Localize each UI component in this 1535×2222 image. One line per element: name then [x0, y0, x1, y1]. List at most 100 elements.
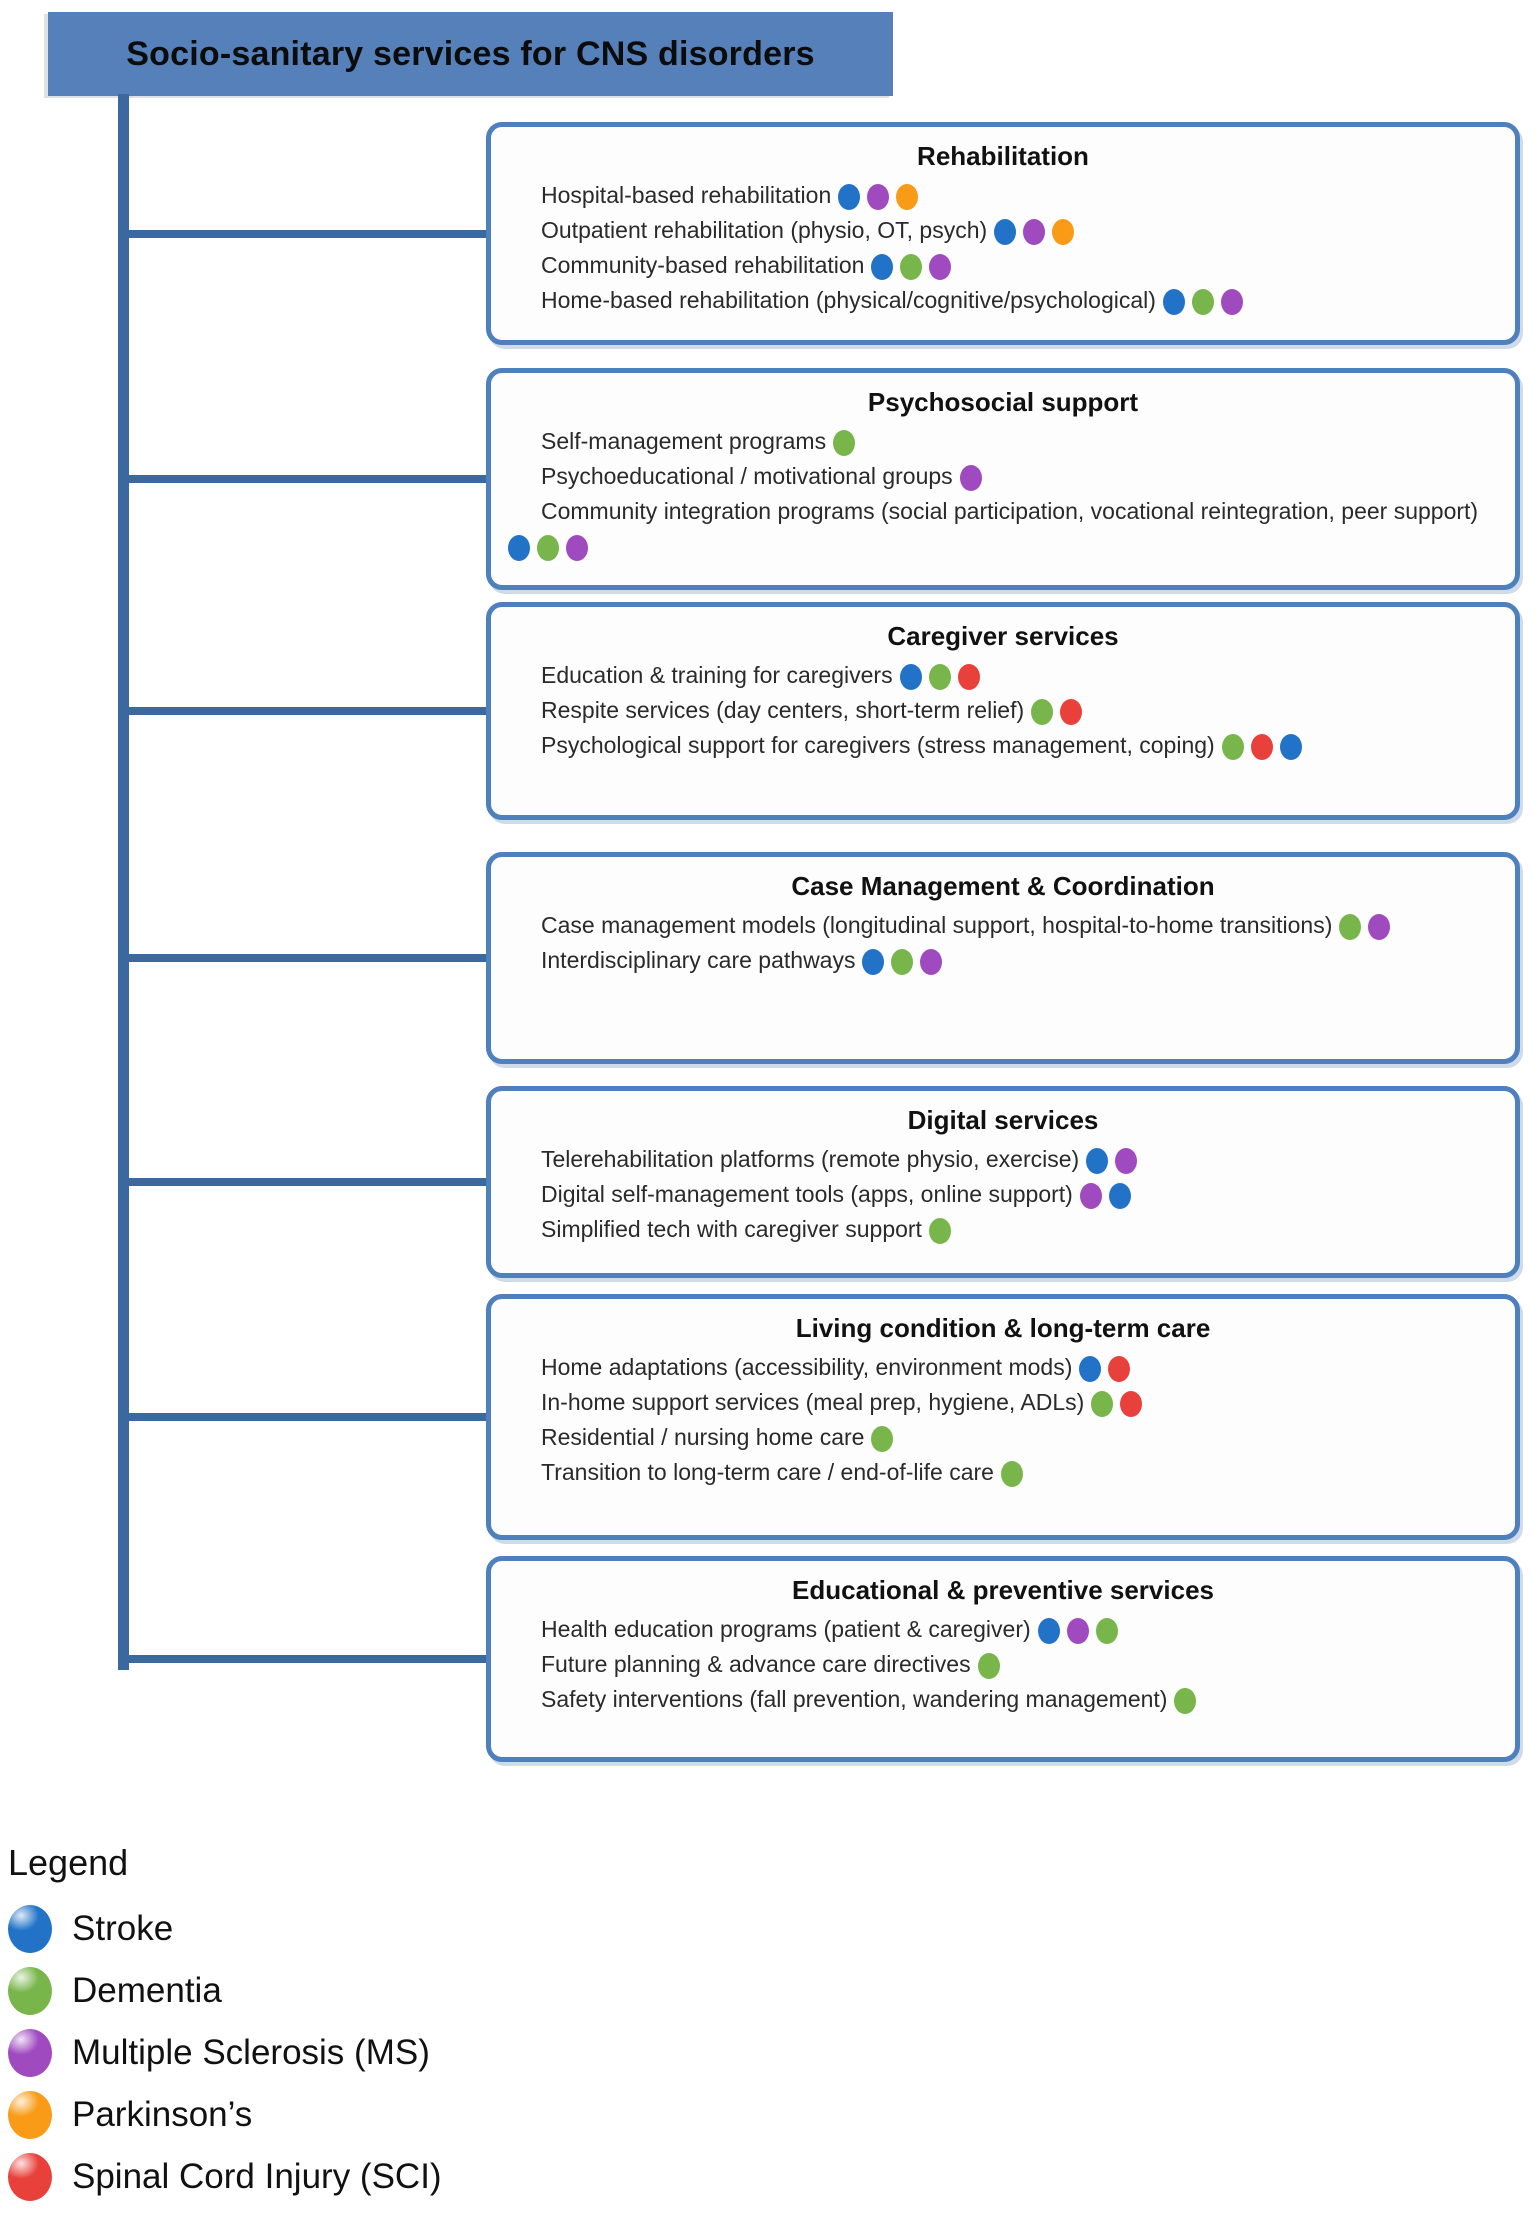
connector-branch-line [118, 1178, 490, 1186]
section-title: Caregiver services [887, 621, 1119, 651]
condition-dot-stroke-icon [508, 534, 530, 561]
service-item: Respite services (day centers, short-ter… [501, 693, 1501, 728]
legend: Legend Stroke Dementia Multiple Sclerosi… [8, 1842, 442, 2208]
section-box: Living condition & long-term care Home a… [486, 1294, 1520, 1540]
connector-branch-line [118, 1413, 490, 1421]
condition-dot-ms-icon [1023, 218, 1046, 245]
legend-items: Stroke Dementia Multiple Sclerosis (MS) … [8, 1898, 442, 2208]
connector-branch-line [118, 229, 490, 238]
service-item: Community-based rehabilitation [501, 248, 1501, 283]
service-item: Home adaptations (accessibility, environ… [501, 1350, 1501, 1385]
condition-dot-stroke-icon [899, 663, 922, 690]
legend-title: Legend [8, 1842, 129, 1883]
service-item-label: Interdisciplinary care pathways [541, 947, 856, 973]
condition-dot-dementia-icon [1031, 698, 1054, 725]
condition-dot-sci-icon [957, 663, 980, 690]
service-item: Hospital-based rehabilitation [501, 178, 1501, 213]
condition-dot-stroke-icon [1108, 1182, 1131, 1209]
service-item: Telerehabilitation platforms (remote phy… [501, 1142, 1501, 1177]
service-item-label: Safety interventions (fall prevention, w… [541, 1686, 1168, 1712]
service-item: Psychological support for caregivers (st… [501, 728, 1501, 763]
legend-item-label: Parkinson’s [72, 2095, 253, 2134]
service-item: Education & training for caregivers [501, 658, 1501, 693]
service-item: Simplified tech with caregiver support [501, 1212, 1501, 1247]
section-box: Educational & preventive services Health… [486, 1556, 1520, 1762]
legend-item-label: Multiple Sclerosis (MS) [72, 2033, 430, 2072]
section-item-list: Telerehabilitation platforms (remote phy… [491, 1142, 1515, 1255]
service-item-label: Home adaptations (accessibility, environ… [541, 1354, 1073, 1380]
section-item-list: Case management models (longitudinal sup… [491, 908, 1515, 986]
service-item-label: Education & training for caregivers [541, 662, 893, 688]
service-item: Psychoeducational / motivational groups [501, 459, 1501, 494]
service-item-label: Hospital-based rehabilitation [541, 182, 832, 208]
condition-dot-dementia-icon [1339, 913, 1362, 940]
connector-branch-line [118, 954, 490, 962]
service-item-label: Self-management programs [541, 428, 827, 454]
condition-dot-dementia-icon [1000, 1460, 1023, 1487]
service-item-label: Home-based rehabilitation (physical/cogn… [541, 287, 1156, 313]
service-item-label: Outpatient rehabilitation (physio, OT, p… [541, 217, 988, 243]
condition-dot-dementia-icon [891, 948, 914, 975]
condition-dot-dementia-icon [928, 663, 951, 690]
condition-dot-ms-icon [1079, 1182, 1102, 1209]
legend-item: Dementia [8, 1960, 442, 2022]
service-item: Future planning & advance care directive… [501, 1647, 1501, 1682]
connector-branch-line [118, 1655, 490, 1663]
condition-dot-dementia-icon [833, 429, 856, 456]
condition-dot-sci-icon [1108, 1355, 1131, 1382]
service-item: Safety interventions (fall prevention, w… [501, 1682, 1501, 1717]
condition-dot-stroke-icon [1086, 1147, 1109, 1174]
service-item: Community integration programs (social p… [501, 494, 1501, 564]
condition-dot-stroke-icon [838, 183, 861, 210]
condition-dot-dementia-icon [537, 534, 559, 561]
condition-dot-stroke-icon [1037, 1617, 1060, 1644]
connector-branch-line [118, 475, 490, 483]
service-item: Case management models (longitudinal sup… [501, 908, 1501, 943]
connector-branch-line [118, 707, 490, 715]
service-item-label: Simplified tech with caregiver support [541, 1216, 922, 1242]
service-item: Transition to long-term care / end-of-li… [501, 1455, 1501, 1490]
section-box: Rehabilitation Hospital-based rehabilita… [486, 122, 1520, 345]
service-item-label: Future planning & advance care directive… [541, 1651, 971, 1677]
service-item-label: Community-based rehabilitation [541, 252, 865, 278]
condition-dot-stroke-icon [994, 218, 1017, 245]
condition-dot-ms-icon [920, 948, 943, 975]
condition-dot-parkinsons-icon [1052, 218, 1075, 245]
section-box: Case Management & Coordination Case mana… [486, 852, 1520, 1064]
service-item-label: Psychological support for caregivers (st… [541, 732, 1215, 758]
condition-dot-dementia-icon [1174, 1687, 1197, 1714]
section-box: Digital services Telerehabilitation plat… [486, 1086, 1520, 1278]
service-item: Interdisciplinary care pathways [501, 943, 1501, 978]
condition-dot-ms-icon [867, 183, 890, 210]
condition-dot-stroke-icon [862, 948, 885, 975]
condition-dot-ms-icon [959, 464, 982, 491]
condition-dot-sci-icon [1060, 698, 1083, 725]
condition-dot-ms-icon [1115, 1147, 1138, 1174]
condition-dot-ms-icon [1220, 288, 1243, 315]
condition-dot-dementia-icon [900, 253, 923, 280]
service-item-label: Psychoeducational / motivational groups [541, 463, 953, 489]
service-item-label: Residential / nursing home care [541, 1424, 865, 1450]
legend-item: Multiple Sclerosis (MS) [8, 2022, 442, 2084]
condition-dot-dementia-icon [1095, 1617, 1118, 1644]
service-item: Health education programs (patient & car… [501, 1612, 1501, 1647]
condition-dot-sci-icon [1120, 1390, 1143, 1417]
condition-dot-dementia-icon [1221, 733, 1244, 760]
condition-dot-dementia-icon [871, 1425, 894, 1452]
condition-dot-ms-icon [1368, 913, 1391, 940]
legend-item-label: Spinal Cord Injury (SCI) [72, 2157, 442, 2196]
legend-dot-stroke-icon [8, 1905, 52, 1953]
service-item-label: Digital self-management tools (apps, onl… [541, 1181, 1073, 1207]
section-title: Psychosocial support [867, 387, 1139, 417]
section-item-list: Health education programs (patient & car… [491, 1612, 1515, 1725]
legend-dot-sci-icon [8, 2153, 52, 2201]
condition-dot-dementia-icon [1191, 288, 1214, 315]
condition-dot-stroke-icon [1079, 1355, 1102, 1382]
condition-dot-dementia-icon [928, 1217, 951, 1244]
service-item: Outpatient rehabilitation (physio, OT, p… [501, 213, 1501, 248]
service-item-label: In-home support services (meal prep, hyg… [541, 1389, 1085, 1415]
section-box: Caregiver services Education & training … [486, 602, 1520, 820]
condition-dot-ms-icon [929, 253, 952, 280]
